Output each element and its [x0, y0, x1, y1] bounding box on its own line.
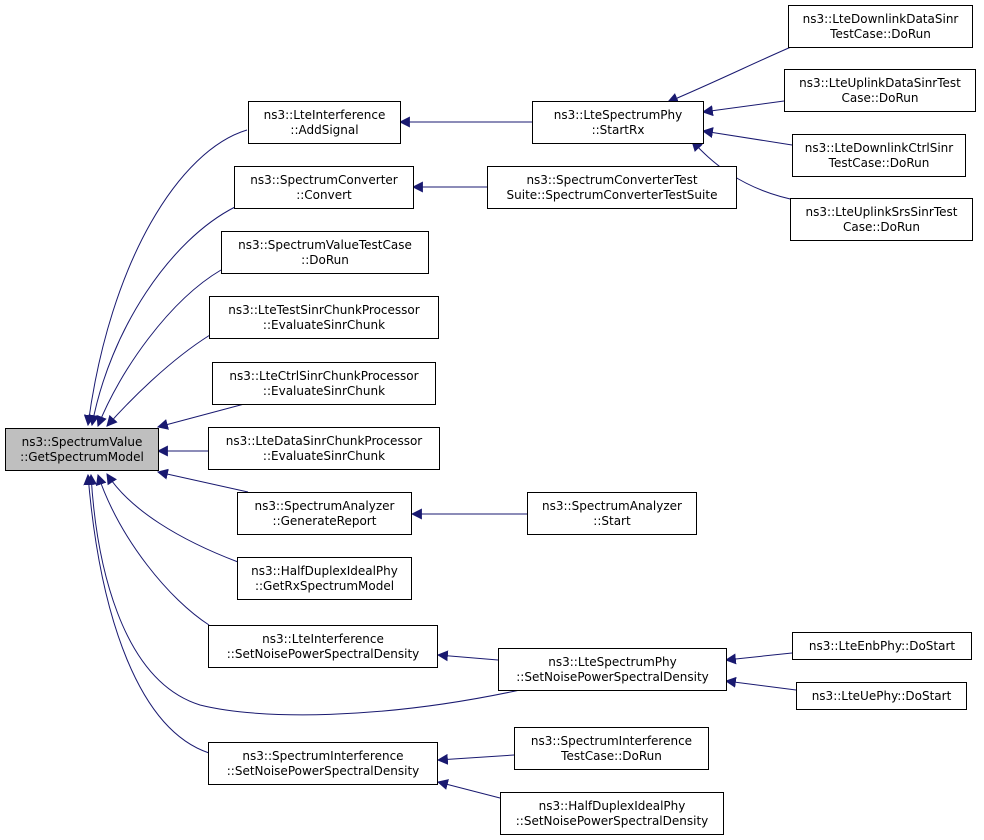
edge-spectrum-interference-setnoise-to-root [83, 473, 210, 754]
node-lte-test-sinr-chunk-processor[interactable]: ns3::LteTestSinrChunkProcessor ::Evaluat… [209, 296, 439, 339]
edge-lte-uplink-data-sinr-to-startrx [701, 100, 785, 117]
edge-spectrum-analyzer-generatereport-to-root [156, 468, 249, 493]
node-label-line1: ns3::SpectrumAnalyzer [542, 498, 682, 513]
node-label-line2: ::GetSpectrumModel [20, 449, 144, 464]
node-label-line2: TestCase::DoRun [561, 748, 662, 763]
node-label-line2: ::SetNoisePowerSpectralDensity [226, 646, 420, 661]
edge-spectrum-converter-convert-to-root [88, 206, 236, 427]
node-label-line1: ns3::LteInterference [262, 631, 384, 646]
node-label-line2: ::SetNoisePowerSpectralDensity [226, 763, 420, 778]
node-label-line2: ::Start [593, 513, 631, 528]
edge-halfduplex-getrxspectrummodel-to-root [106, 473, 239, 563]
node-label-line2: ::EvaluateSinrChunk [262, 383, 386, 398]
node-lte-interference-addsignal[interactable]: ns3::LteInterference ::AddSignal [248, 101, 401, 144]
node-lte-spectrum-phy-startrx[interactable]: ns3::LteSpectrumPhy ::StartRx [532, 101, 704, 144]
node-spectrum-value-get-spectrum-model: ns3::SpectrumValue ::GetSpectrumModel [5, 428, 159, 471]
node-label-line2: ::AddSignal [290, 122, 359, 137]
node-label-line1: ns3::SpectrumInterference [530, 733, 693, 748]
node-label-line2: ::GenerateReport [272, 513, 377, 528]
edge-lte-enb-phy-dostart-to-lte-spectrum-phy-setnoise [724, 652, 793, 665]
node-spectrum-interference-testcase[interactable]: ns3::SpectrumInterference TestCase::DoRu… [514, 727, 709, 770]
node-spectrum-analyzer-generatereport[interactable]: ns3::SpectrumAnalyzer ::GenerateReport [237, 492, 412, 535]
node-label-line1: ns3::SpectrumConverter [250, 172, 398, 187]
edge-lte-ue-phy-dostart-to-lte-spectrum-phy-setnoise [724, 676, 797, 691]
node-label-line2: ::EvaluateSinrChunk [262, 317, 386, 332]
node-lte-ue-phy-dostart[interactable]: ns3::LteUePhy::DoStart [796, 682, 967, 710]
node-label-line1: ns3::LteUplinkDataSinrTest [799, 75, 961, 90]
node-lte-interference-setnoise[interactable]: ns3::LteInterference ::SetNoisePowerSpec… [208, 625, 438, 668]
node-spectrum-value-testcase-dorun[interactable]: ns3::SpectrumValueTestCase ::DoRun [221, 231, 429, 274]
node-label-line1: ns3::SpectrumAnalyzer [254, 498, 395, 513]
node-lte-enb-phy-dostart[interactable]: ns3::LteEnbPhy::DoStart [792, 632, 972, 660]
node-label-line2: TestCase::DoRun [828, 155, 930, 170]
edge-lte-ctrl-sinr-chunk-to-root [156, 402, 249, 430]
node-halfduplex-getrxspectrummodel[interactable]: ns3::HalfDuplexIdealPhy ::GetRxSpectrumM… [237, 557, 412, 600]
node-label-line1: ns3::LteDataSinrChunkProcessor [225, 433, 423, 448]
node-label-line2: Case::DoRun [841, 90, 919, 105]
edge-lte-test-sinr-chunk-to-root [106, 334, 211, 427]
edge-spectrum-interference-testcase-to-spectrum-interference-setnoise [436, 753, 515, 765]
node-spectrum-analyzer-start[interactable]: ns3::SpectrumAnalyzer ::Start [527, 492, 697, 535]
node-spectrum-interference-setnoise[interactable]: ns3::SpectrumInterference ::SetNoisePowe… [208, 742, 438, 785]
node-label-line1: ns3::SpectrumConverterTest [526, 172, 698, 187]
edge-lte-spectrum-phy-setnoise-to-root [86, 473, 521, 716]
node-label-line1: ns3::LteInterference [263, 107, 386, 122]
node-label-line2: ::Convert [296, 187, 352, 202]
node-label-line1: ns3::SpectrumValueTestCase [238, 237, 412, 252]
node-spectrum-converter-convert[interactable]: ns3::SpectrumConverter ::Convert [234, 166, 414, 209]
node-label-line1: ns3::LteUplinkSrsSinrTest [805, 204, 958, 219]
node-label-line2: ::SetNoisePowerSpectralDensity [515, 813, 709, 828]
node-label-line1: ns3::LteTestSinrChunkProcessor [228, 302, 420, 317]
node-label-line1: ns3::LteSpectrumPhy [548, 654, 677, 669]
edge-spectrum-value-testcase-to-root [96, 269, 222, 428]
node-lte-uplink-srs-sinr-testcase[interactable]: ns3::LteUplinkSrsSinrTest Case::DoRun [790, 198, 973, 241]
node-spectrum-converter-testsuite[interactable]: ns3::SpectrumConverterTest Suite::Spectr… [487, 166, 737, 209]
edge-lte-interference-setnoise-to-root [95, 473, 210, 626]
node-label-line2: ::GetRxSpectrumModel [254, 578, 395, 593]
node-label-line1: ns3::LteDownlinkDataSinr [802, 11, 959, 26]
node-label-line1: ns3::LteUePhy::DoStart [811, 688, 952, 703]
node-label-line1: ns3::SpectrumInterference [242, 748, 404, 763]
node-lte-spectrum-phy-setnoise[interactable]: ns3::LteSpectrumPhy ::SetNoisePowerSpect… [498, 648, 727, 691]
node-halfduplex-setnoise[interactable]: ns3::HalfDuplexIdealPhy ::SetNoisePowerS… [500, 792, 724, 835]
node-label-line2: Case::DoRun [842, 219, 921, 234]
edge-halfduplex-setnoise-to-spectrum-interference-setnoise [436, 779, 501, 799]
node-lte-ctrl-sinr-chunk-processor[interactable]: ns3::LteCtrlSinrChunkProcessor ::Evaluat… [212, 362, 436, 405]
edge-lte-downlink-ctrl-sinr-to-startrx [701, 127, 793, 146]
node-label-line2: ::StartRx [591, 122, 645, 137]
node-label-line1: ns3::HalfDuplexIdealPhy [538, 798, 686, 813]
node-label-line2: Suite::SpectrumConverterTestSuite [506, 187, 718, 202]
node-label-line1: ns3::HalfDuplexIdealPhy [251, 563, 398, 578]
node-label-line2: TestCase::DoRun [830, 26, 931, 41]
node-lte-downlink-data-sinr-testcase[interactable]: ns3::LteDownlinkDataSinr TestCase::DoRun [788, 5, 973, 48]
edge-lte-interference-addsignal-to-root [83, 129, 248, 427]
node-label-line2: ::SetNoisePowerSpectralDensity [516, 669, 709, 684]
node-lte-data-sinr-chunk-processor[interactable]: ns3::LteDataSinrChunkProcessor ::Evaluat… [208, 427, 440, 470]
node-label-line2: ::DoRun [301, 252, 349, 267]
node-lte-uplink-data-sinr-testcase[interactable]: ns3::LteUplinkDataSinrTest Case::DoRun [784, 69, 976, 112]
node-label-line1: ns3::LteCtrlSinrChunkProcessor [229, 368, 419, 383]
node-label-line1: ns3::LteEnbPhy::DoStart [808, 638, 956, 653]
edge-lte-downlink-data-sinr-to-startrx [666, 43, 799, 104]
node-lte-downlink-ctrl-sinr-testcase[interactable]: ns3::LteDownlinkCtrlSinr TestCase::DoRun [792, 134, 966, 177]
node-label-line1: ns3::SpectrumValue [21, 434, 143, 449]
node-label-line1: ns3::LteSpectrumPhy [553, 107, 683, 122]
node-label-line2: ::EvaluateSinrChunk [262, 448, 386, 463]
node-label-line1: ns3::LteDownlinkCtrlSinr [804, 140, 954, 155]
edge-lte-spectrum-phy-setnoise-to-lte-interference-setnoise [436, 650, 499, 662]
